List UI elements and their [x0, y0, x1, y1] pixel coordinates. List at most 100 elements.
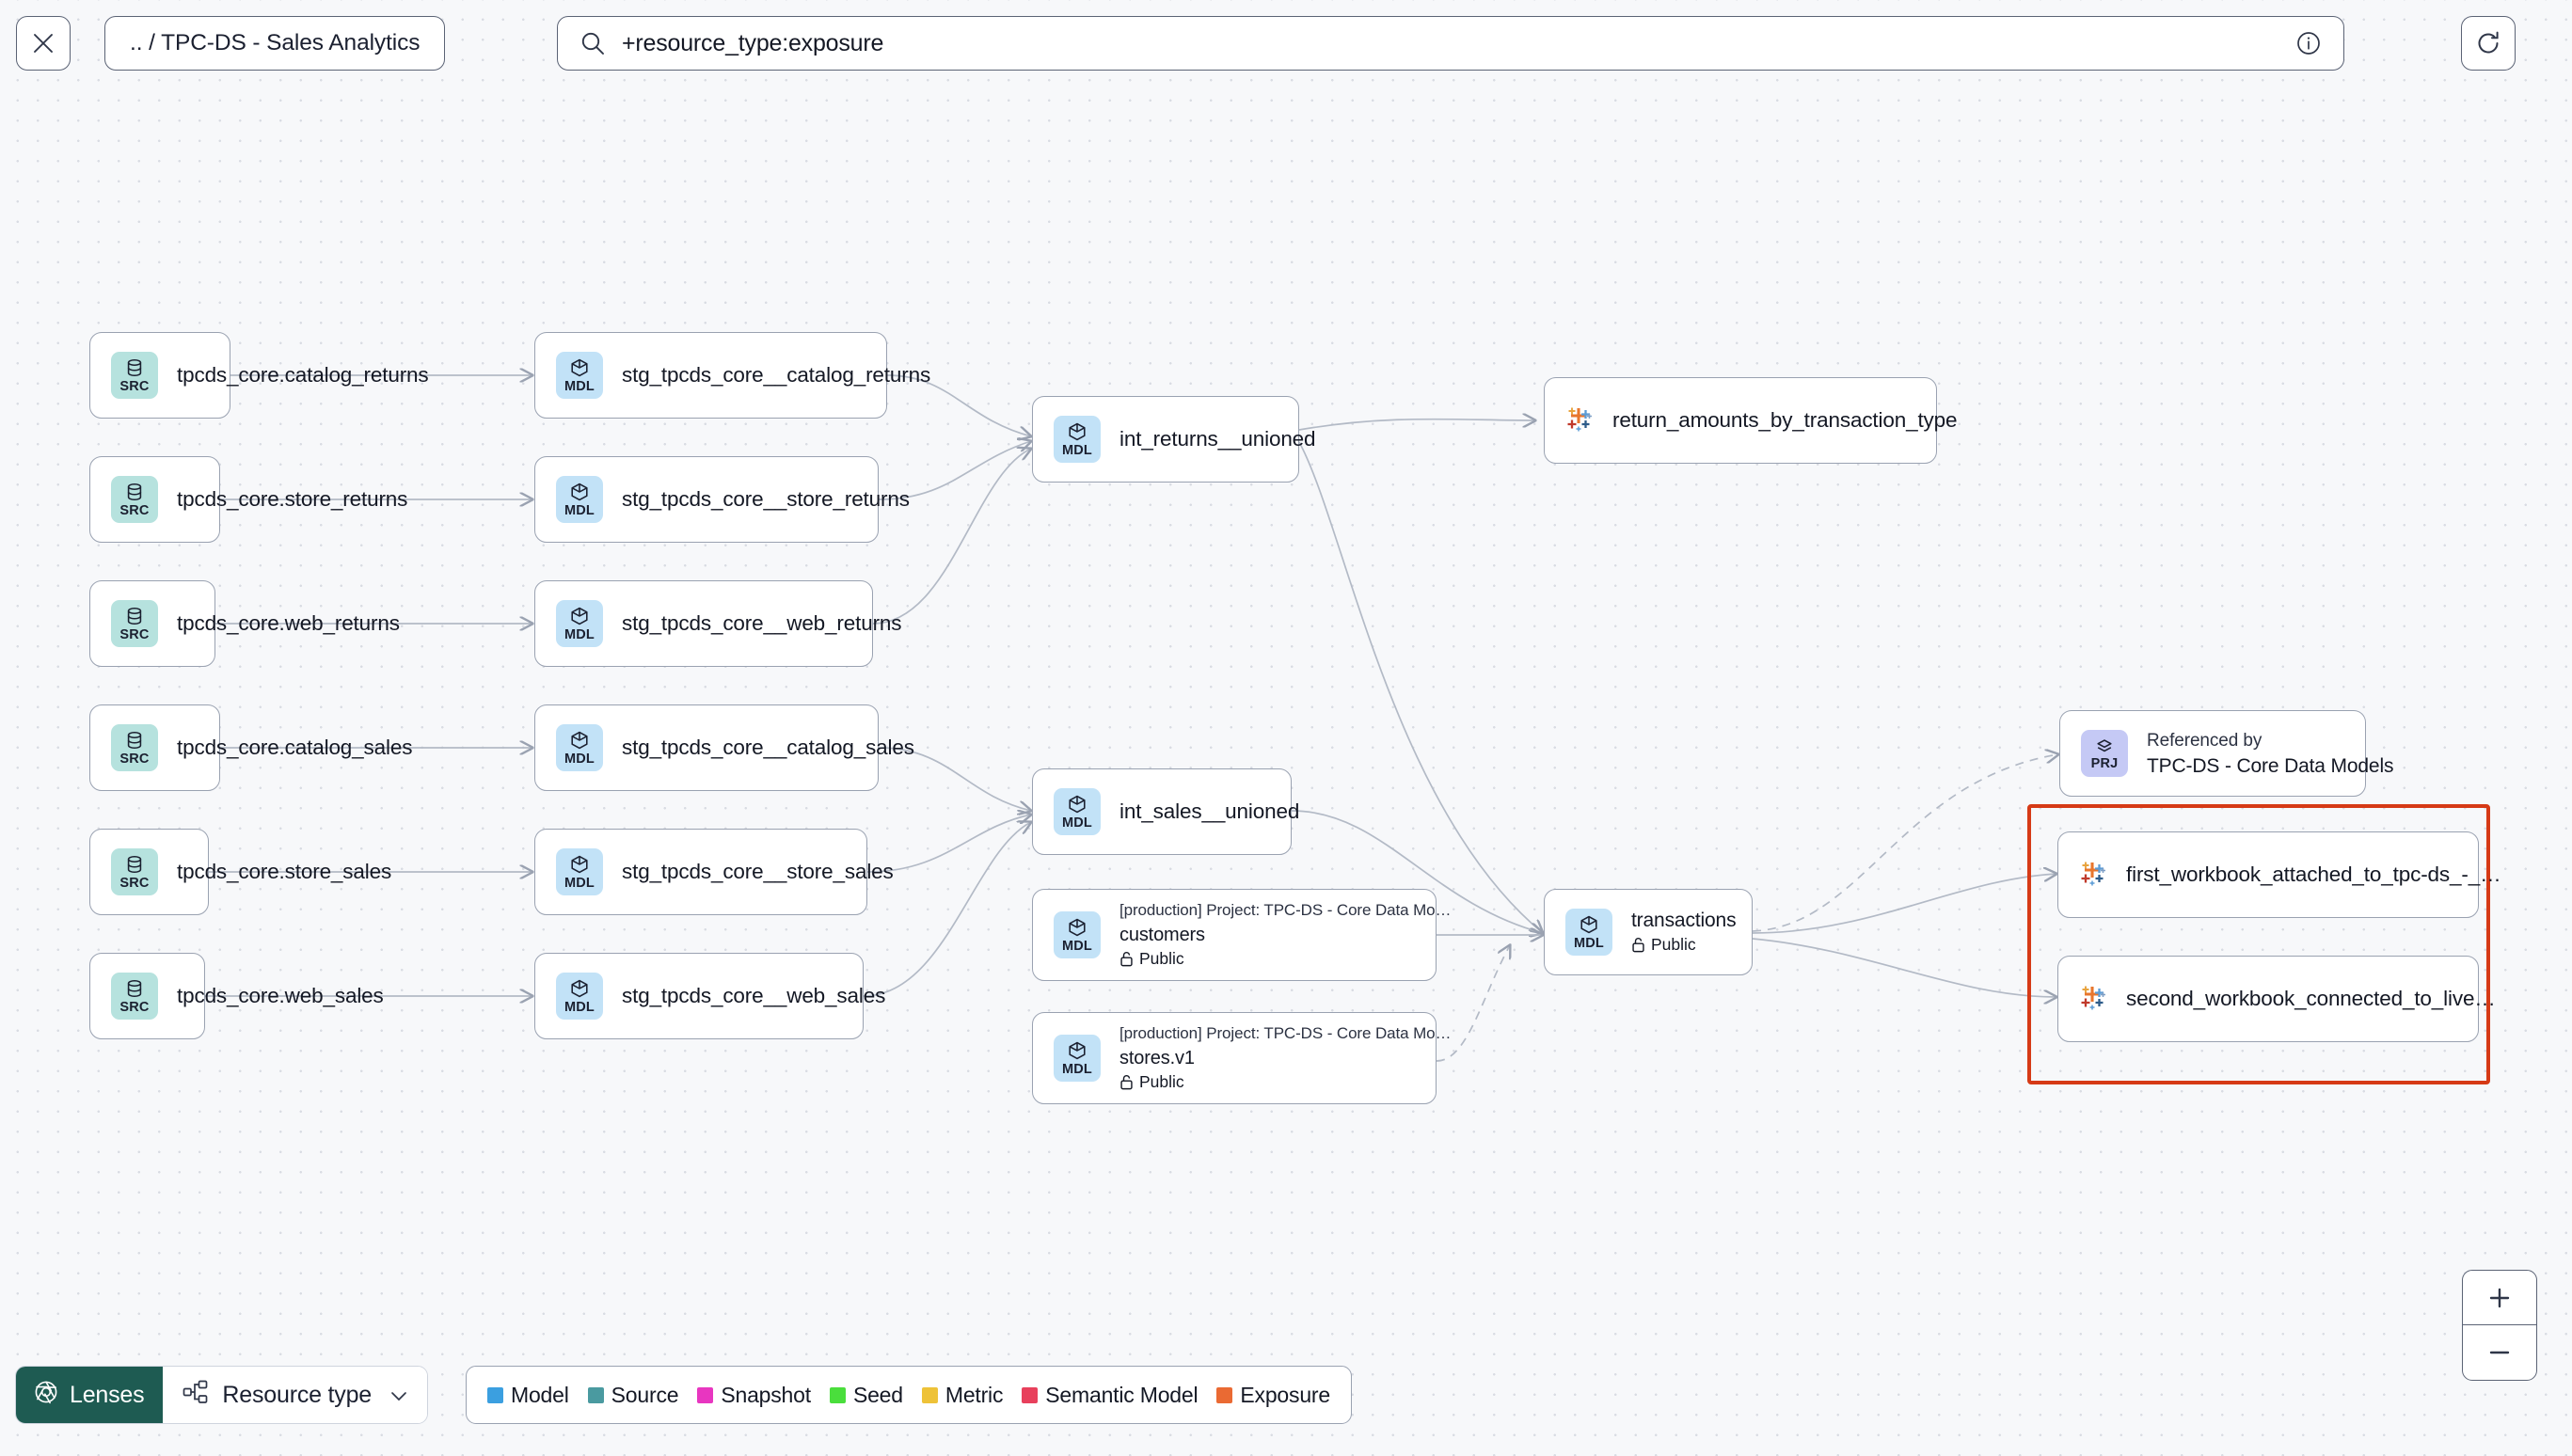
badge-abbr: SRC [119, 626, 150, 642]
legend-swatch [697, 1386, 714, 1403]
source-badge: SRC [111, 848, 158, 895]
info-circle-icon[interactable] [2294, 29, 2323, 57]
access-label: Public [1139, 948, 1184, 968]
legend-swatch [487, 1386, 503, 1403]
zoom-out-button[interactable] [2463, 1325, 2536, 1380]
node-title: tpcds_core.store_returns [177, 487, 408, 512]
node-exposure-second-workbook[interactable]: second_workbook_connected_to_live… [2057, 956, 2496, 1042]
node-src-store-sales[interactable]: SRC tpcds_core.store_sales [89, 829, 391, 915]
node-title: stg_tpcds_core__web_sales [622, 984, 886, 1008]
node-labels: tpcds_core.catalog_returns [177, 361, 429, 388]
node-subtitle: [production] Project: TPC-DS - Core Data… [1119, 1023, 1452, 1042]
node-exposure-return-amounts[interactable]: return_amounts_by_transaction_type [1544, 377, 1958, 464]
node-src-web-sales[interactable]: SRC tpcds_core.web_sales [89, 953, 384, 1039]
source-badge: SRC [111, 352, 158, 399]
node-title: stg_tpcds_core__catalog_sales [622, 736, 914, 760]
model-badge: MDL [556, 724, 603, 771]
close-button[interactable] [16, 16, 71, 71]
node-customers[interactable]: MDL [production] Project: TPC-DS - Core … [1032, 889, 1452, 981]
unlock-icon [1120, 951, 1133, 967]
node-stg-store-sales[interactable]: MDL stg_tpcds_core__store_sales [534, 829, 894, 915]
node-labels: second_workbook_connected_to_live… [2126, 985, 2496, 1012]
resource-type-legend: Model Source Snapshot Seed Metric Semant… [466, 1366, 1352, 1424]
legend-label: Exposure [1240, 1382, 1330, 1407]
node-labels: int_returns__unioned [1119, 425, 1316, 452]
node-labels: transactions Public [1631, 908, 1752, 957]
node-access: Public [1119, 1070, 1419, 1094]
badge-abbr: SRC [119, 751, 150, 767]
refresh-button[interactable] [2461, 16, 2516, 71]
model-badge: MDL [1054, 911, 1101, 958]
lenses-button[interactable]: Lenses [16, 1367, 164, 1423]
badge-abbr: MDL [564, 751, 595, 767]
node-stg-catalog-sales[interactable]: MDL stg_tpcds_core__catalog_sales [534, 704, 914, 791]
badge-abbr: MDL [564, 999, 595, 1015]
legend-item-seed: Seed [829, 1383, 903, 1408]
refresh-icon [2478, 31, 2499, 54]
search-input[interactable] [622, 29, 2294, 57]
node-labels: int_sales__unioned [1119, 798, 1299, 825]
resource-type-dropdown[interactable]: Resource type [163, 1367, 428, 1423]
node-title: tpcds_core.web_returns [177, 611, 400, 636]
legend-label: Metric [945, 1382, 1004, 1407]
node-title: transactions [1631, 909, 1737, 931]
badge-abbr: MDL [564, 875, 595, 891]
model-badge: MDL [1054, 788, 1101, 835]
node-src-web-returns[interactable]: SRC tpcds_core.web_returns [89, 580, 400, 667]
node-access: Public [1631, 933, 1735, 957]
legend-item-exposure: Exposure [1216, 1383, 1330, 1408]
node-stores-v1[interactable]: MDL [production] Project: TPC-DS - Core … [1032, 1012, 1452, 1104]
node-int-returns-unioned[interactable]: MDL int_returns__unioned [1032, 396, 1316, 483]
node-src-store-returns[interactable]: SRC tpcds_core.store_returns [89, 456, 408, 543]
tableau-icon [2077, 981, 2109, 1018]
legend-label: Snapshot [721, 1382, 811, 1407]
node-title: int_returns__unioned [1119, 427, 1316, 451]
plus-icon [2489, 1288, 2510, 1307]
source-badge: SRC [111, 973, 158, 1020]
node-labels: first_workbook_attached_to_tpc-ds_-_… [2126, 861, 2501, 888]
node-title: second_workbook_connected_to_live… [2126, 987, 2496, 1011]
node-title: stg_tpcds_core__web_returns [622, 611, 902, 636]
node-labels: stg_tpcds_core__web_returns [622, 609, 902, 637]
node-src-catalog-returns[interactable]: SRC tpcds_core.catalog_returns [89, 332, 429, 419]
node-stg-store-returns[interactable]: MDL stg_tpcds_core__store_returns [534, 456, 910, 543]
zoom-in-button[interactable] [2463, 1271, 2536, 1325]
legend-item-semantic-model: Semantic Model [1022, 1383, 1199, 1408]
model-badge: MDL [556, 476, 603, 523]
access-label: Public [1651, 934, 1696, 954]
node-stg-web-sales[interactable]: MDL stg_tpcds_core__web_sales [534, 953, 886, 1039]
node-exposure-first-workbook[interactable]: first_workbook_attached_to_tpc-ds_-_… [2057, 831, 2501, 918]
exposure-highlight-box [2027, 804, 2490, 1084]
badge-abbr: MDL [1061, 1061, 1092, 1077]
badge-abbr: MDL [1573, 935, 1604, 951]
node-labels: stg_tpcds_core__web_sales [622, 982, 886, 1009]
node-src-catalog-sales[interactable]: SRC tpcds_core.catalog_sales [89, 704, 412, 791]
node-int-sales-unioned[interactable]: MDL int_sales__unioned [1032, 768, 1299, 855]
node-referenced-by-project[interactable]: PRJ Referenced by TPC-DS - Core Data Mod… [2059, 710, 2393, 797]
node-labels: stg_tpcds_core__catalog_sales [622, 734, 914, 761]
search-bar[interactable] [557, 16, 2344, 71]
model-badge: MDL [556, 973, 603, 1020]
lenses-control-group: Lenses Resource type [15, 1366, 429, 1424]
zoom-controls [2462, 1270, 2537, 1381]
badge-abbr: MDL [1061, 938, 1092, 954]
node-stg-catalog-returns[interactable]: MDL stg_tpcds_core__catalog_returns [534, 332, 930, 419]
node-stg-web-returns[interactable]: MDL stg_tpcds_core__web_returns [534, 580, 902, 667]
node-labels: tpcds_core.web_sales [177, 982, 384, 1009]
badge-abbr: MDL [1061, 442, 1092, 458]
legend-swatch [1022, 1386, 1039, 1403]
node-transactions[interactable]: MDL transactions Public [1544, 889, 1753, 975]
node-title: stores.v1 [1119, 1047, 1195, 1068]
breadcrumb[interactable]: .. / TPC-DS - Sales Analytics [104, 16, 446, 71]
model-badge: MDL [1054, 1035, 1101, 1082]
badge-abbr: MDL [1061, 815, 1092, 831]
model-badge: MDL [556, 352, 603, 399]
unlock-icon [1632, 938, 1644, 953]
source-badge: SRC [111, 476, 158, 523]
node-title: first_workbook_attached_to_tpc-ds_-_… [2126, 863, 2501, 887]
breadcrumb-label: .. / TPC-DS - Sales Analytics [130, 30, 421, 55]
badge-abbr: MDL [564, 378, 595, 394]
node-title: return_amounts_by_transaction_type [1612, 408, 1958, 433]
minus-icon [2489, 1351, 2510, 1354]
